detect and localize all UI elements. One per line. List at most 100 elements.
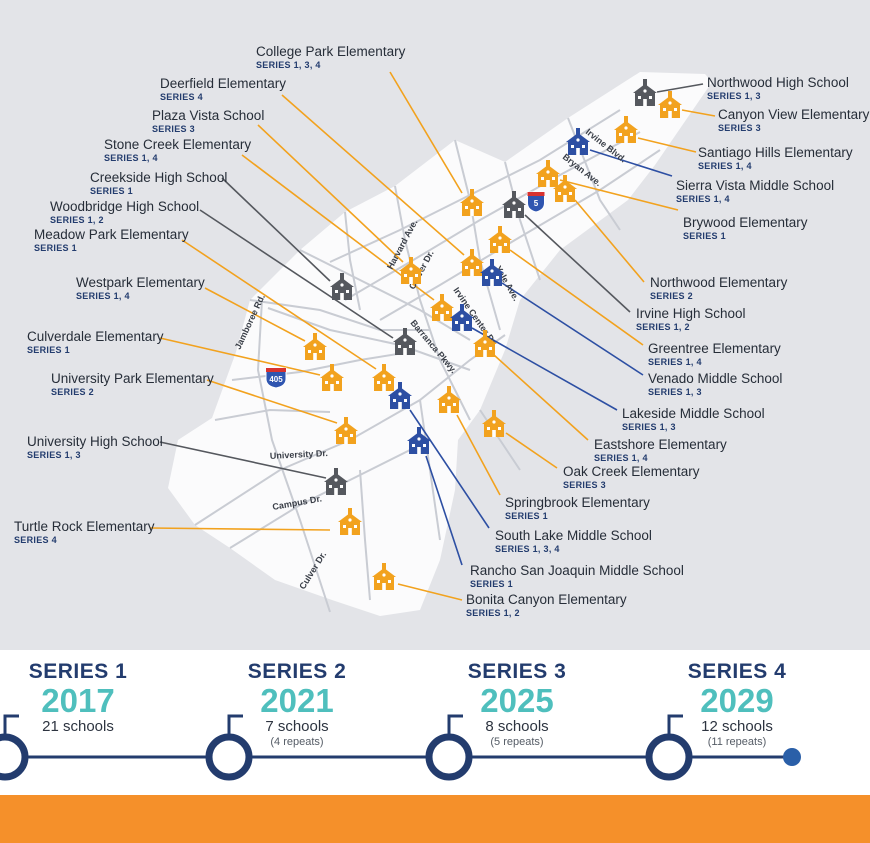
- road: [479, 409, 521, 471]
- school-name: Stone Creek Elementary: [104, 137, 251, 152]
- timeline-col-series-4: SERIES 4 2029 12 schools (11 repeats): [637, 660, 837, 749]
- leader-line: [524, 214, 631, 313]
- leader-line: [159, 441, 327, 479]
- timeline-bracket: [667, 714, 683, 735]
- leader-line: [471, 327, 618, 411]
- leader-line: [637, 137, 697, 153]
- school-series: SERIES 3: [718, 123, 761, 133]
- schoolhouse-icon: [566, 128, 590, 155]
- leader-line: [397, 583, 463, 601]
- timeline-node: [205, 733, 253, 781]
- leader-line: [159, 337, 321, 376]
- road: [359, 469, 371, 601]
- leader-line: [559, 179, 679, 211]
- school-series: SERIES 1, 4: [76, 291, 130, 301]
- timeline-graphic: [0, 714, 801, 781]
- shield-number: 405: [269, 375, 283, 384]
- schoolhouse-icon: [303, 333, 327, 360]
- timeline-node: [0, 733, 29, 781]
- school-name: Sierra Vista Middle School: [676, 178, 834, 193]
- timeline-bracket: [447, 714, 463, 735]
- school-series: SERIES 1, 4: [698, 161, 752, 171]
- leader-line: [589, 149, 673, 177]
- schoolhouse-icon: [614, 116, 638, 143]
- school-series: SERIES 1, 2: [50, 215, 104, 225]
- timeline-col-series-3: SERIES 3 2025 8 schools (5 repeats): [417, 660, 617, 749]
- school-name: Plaza Vista School: [152, 108, 264, 123]
- timeline-repeats: (4 repeats): [270, 736, 324, 748]
- school-icons: [303, 79, 682, 590]
- school-series: SERIES 1, 3: [707, 91, 761, 101]
- road: [299, 249, 471, 341]
- schoolhouse-icon: [372, 364, 396, 391]
- school-series: SERIES 1, 3: [622, 422, 676, 432]
- road: [454, 139, 501, 331]
- school-series: SERIES 1, 2: [466, 608, 520, 618]
- timeline-year: 2025: [480, 682, 554, 719]
- school-name: University Park Elementary: [51, 371, 214, 386]
- school-series: SERIES 2: [51, 387, 94, 397]
- schoolhouse-icon: [407, 427, 431, 454]
- school-name: Woodbridge High School: [50, 199, 199, 214]
- school-name: Rancho San Joaquin Middle School: [470, 563, 684, 578]
- road-network: [194, 109, 661, 613]
- school-series: SERIES 1: [27, 345, 70, 355]
- school-name: Oak Creek Elementary: [563, 464, 700, 479]
- school-series: SERIES 1: [683, 231, 726, 241]
- leader-line: [501, 282, 644, 376]
- leader-line: [456, 414, 501, 496]
- schoolhouse-icon: [658, 91, 682, 118]
- school-series: SERIES 4: [160, 92, 203, 102]
- school-series: SERIES 1, 3: [27, 450, 81, 460]
- timeline-node: [645, 733, 693, 781]
- road: [344, 211, 361, 311]
- schoolhouse-icon: [320, 364, 344, 391]
- schoolhouse-icon: [388, 382, 412, 409]
- leader-line: [199, 209, 394, 339]
- leader-line: [204, 287, 306, 342]
- schoolhouse-icon: [330, 273, 354, 300]
- school-series: SERIES 1: [505, 511, 548, 521]
- school-name: Santiago Hills Elementary: [698, 145, 853, 160]
- timeline-school-count: 8 schools: [485, 718, 549, 735]
- schoolhouse-icon: [338, 508, 362, 535]
- school-name: Greentree Elementary: [648, 341, 781, 356]
- schoolhouse-icon: [430, 294, 454, 321]
- timeline-col-series-1: SERIES 1 2017 21 schools: [0, 660, 178, 736]
- timeline-node: [425, 733, 473, 781]
- school-series: SERIES 1, 4: [648, 357, 702, 367]
- timeline-school-count: 12 schools: [701, 718, 773, 735]
- schoolhouse-icon: [536, 160, 560, 187]
- school-name: Irvine High School: [636, 306, 746, 321]
- footer-bar: [0, 795, 870, 843]
- schoolhouse-icon: [633, 79, 657, 106]
- schoolhouse-icon: [553, 175, 577, 202]
- school-series: SERIES 1, 2: [636, 322, 690, 332]
- road: [504, 161, 541, 281]
- road: [394, 185, 471, 421]
- leader-line: [281, 94, 465, 256]
- timeline-repeats: (5 repeats): [490, 736, 544, 748]
- schoolhouse-icon: [473, 330, 497, 357]
- school-series: SERIES 3: [152, 124, 195, 134]
- school-name: Culverdale Elementary: [27, 329, 164, 344]
- leader-line: [493, 354, 589, 441]
- road: [267, 307, 471, 371]
- school-name: University High School: [27, 434, 163, 449]
- school-name: Westpark Elementary: [76, 275, 205, 290]
- schoolhouse-icon: [324, 468, 348, 495]
- school-name: Venado Middle School: [648, 371, 782, 386]
